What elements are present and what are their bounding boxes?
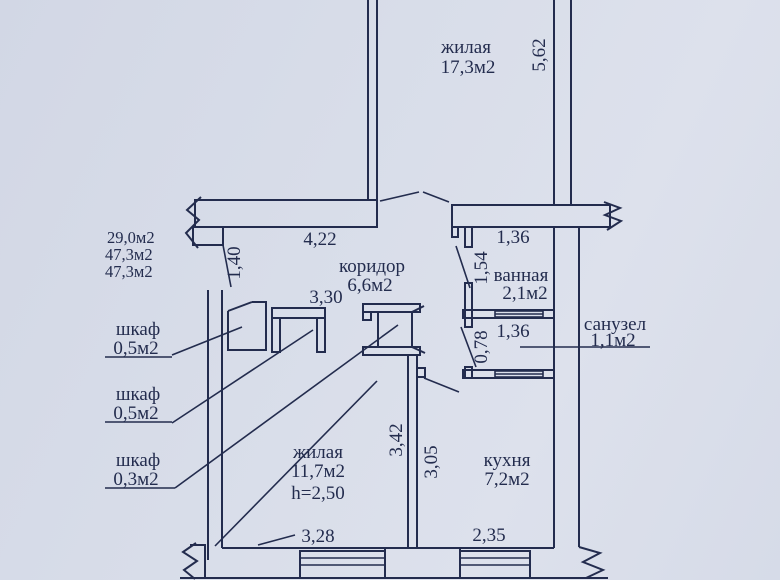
dim-5-62: 5,62 <box>529 38 550 71</box>
label-toilet-area: 1,1м2 <box>590 330 635 351</box>
label-bathroom-name: ванная <box>494 265 549 286</box>
label-closet2-name: шкаф <box>116 384 160 405</box>
label-bathroom-area: 2,1м2 <box>502 283 547 304</box>
label-corridor-area: 6,6м2 <box>347 275 392 296</box>
label-living-bottom-name: жилая <box>292 442 343 463</box>
label-living-bottom-height: h=2,50 <box>291 483 344 504</box>
dim-2-35: 2,35 <box>472 525 505 546</box>
label-living-top-area: 17,3м2 <box>441 57 496 78</box>
closet-2 <box>271 307 326 353</box>
label-corridor-name: коридор <box>339 256 405 277</box>
dim-4-22: 4,22 <box>303 229 336 250</box>
label-closet3-name: шкаф <box>116 450 160 471</box>
corridor-top-wall <box>184 196 378 249</box>
dim-1-36-top: 1,36 <box>496 227 529 248</box>
bottom-wall <box>180 542 608 580</box>
area-summary: 29,0м2 47,3м2 47,3м2 <box>105 228 155 281</box>
label-closet3-area: 0,3м2 <box>113 469 158 490</box>
right-wall <box>553 227 606 579</box>
dim-0-78: 0,78 <box>471 330 492 363</box>
label-toilet-name: санузел <box>584 314 647 335</box>
dim-3-28: 3,28 <box>301 526 334 547</box>
label-living-top-name: жилая <box>440 37 491 58</box>
summary-line-1: 29,0м2 <box>107 228 155 247</box>
summary-line-2: 47,3м2 <box>105 245 153 264</box>
label-kitchen-name: кухня <box>484 450 531 471</box>
dim-3-30: 3,30 <box>309 287 342 308</box>
dim-1-54: 1,54 <box>471 251 492 285</box>
summary-line-3: 47,3м2 <box>105 262 153 281</box>
leader-lines <box>105 324 650 547</box>
dim-1-40: 1,40 <box>224 246 245 279</box>
room-labels: жилая 17,3м2 коридор 6,6м2 ванная 2,1м2 … <box>113 37 646 504</box>
dim-3-05: 3,05 <box>421 445 442 478</box>
label-living-bottom-area: 11,7м2 <box>291 461 345 482</box>
label-kitchen-area: 7,2м2 <box>484 469 529 490</box>
dim-1-36-bottom: 1,36 <box>496 321 529 342</box>
left-wall <box>207 244 232 560</box>
label-closet1-name: шкаф <box>116 319 160 340</box>
closet-3 <box>362 303 426 356</box>
top-room-door-swing <box>379 191 450 203</box>
label-closet2-area: 0,5м2 <box>113 403 158 424</box>
dim-3-42: 3,42 <box>386 423 407 456</box>
label-closet1-area: 0,5м2 <box>113 338 158 359</box>
top-living-room-walls <box>367 0 572 205</box>
dimension-labels: 5,62 4,22 1,40 3,30 1,36 1,54 1,36 0,78 … <box>224 38 550 547</box>
top-right-wall <box>451 201 624 238</box>
closet-1 <box>227 301 267 351</box>
dividing-wall <box>407 355 460 548</box>
